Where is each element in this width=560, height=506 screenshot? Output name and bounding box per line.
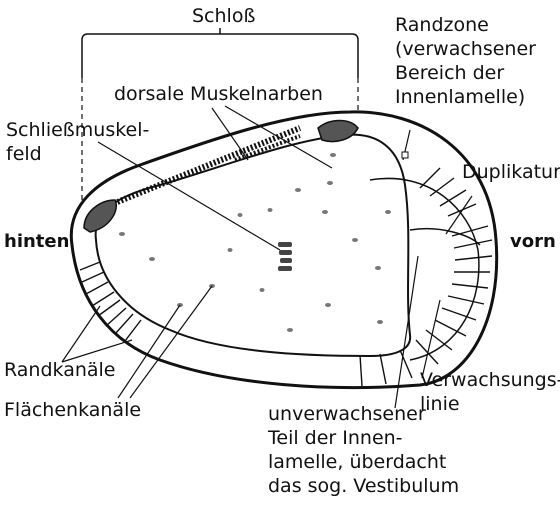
label-duplikatur: Duplikatur bbox=[462, 161, 560, 183]
label-dorsale-muskelnarben: dorsale Muskelnarben bbox=[114, 83, 323, 105]
label-schliessmuskelfeld: Schließmuskel- feld bbox=[6, 119, 155, 165]
label-vorn: vorn bbox=[510, 231, 556, 252]
label-verwachsungslinie: Verwachsungs- linie bbox=[420, 369, 560, 415]
posterior-marginal-canals bbox=[79, 261, 142, 342]
anterior-marginal-canals bbox=[359, 167, 493, 387]
labels: Schloß Randzone (verwachsener Bereich de… bbox=[4, 5, 560, 497]
normal-pore-canals bbox=[119, 153, 391, 332]
label-randzone: Randzone (verwachsener Bereich der Innen… bbox=[395, 14, 542, 108]
posterior-hinge-scar bbox=[83, 199, 117, 233]
fusion-line bbox=[369, 177, 480, 361]
inner-lamella-outline bbox=[94, 133, 412, 358]
adductor-muscle-scars bbox=[278, 242, 292, 271]
label-flaechenkanaele: Flächenkanäle bbox=[4, 399, 141, 421]
randzone-marker bbox=[401, 151, 409, 159]
leader-lines bbox=[61, 105, 473, 409]
label-hinten: hinten bbox=[4, 231, 69, 252]
anterior-inner-margin bbox=[409, 227, 481, 246]
hinge-bracket bbox=[81, 28, 359, 218]
label-unverwachsener-teil: unverwachsener Teil der Innen- lamelle, … bbox=[267, 403, 459, 497]
hinge-teeth bbox=[108, 125, 302, 208]
anterior-hinge-scar bbox=[317, 119, 359, 143]
label-randkanaele: Randkanäle bbox=[4, 359, 116, 381]
label-schloss: Schloß bbox=[192, 5, 255, 27]
